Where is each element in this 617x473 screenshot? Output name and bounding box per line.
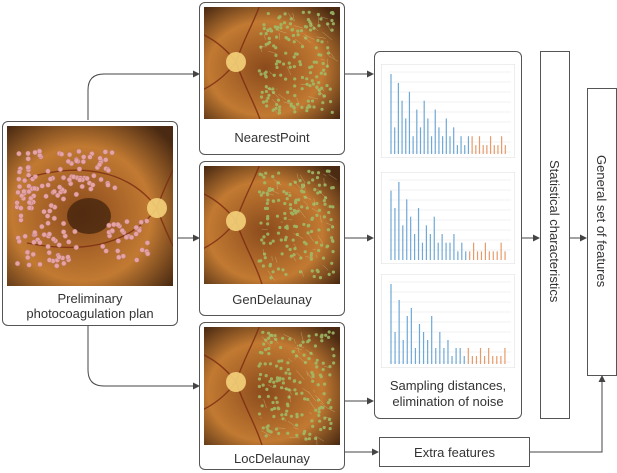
nearestpoint-fundus-image <box>204 7 340 119</box>
input-label-line2: photocoagulation plan <box>26 306 154 321</box>
histogram-3 <box>381 274 515 368</box>
locdelaunay-box: LocDelaunay <box>199 322 345 470</box>
sampling-box: Sampling distances, elimination of noise <box>374 51 522 419</box>
sampling-label-line2: elimination of noise <box>392 394 504 409</box>
gendelaunay-label: GenDelaunay <box>232 292 312 307</box>
histogram-2 <box>381 172 515 264</box>
input-fundus-image <box>7 126 173 286</box>
general-features-box: General set of features <box>587 88 617 376</box>
histogram-1 <box>381 64 515 158</box>
nearestpoint-label: NearestPoint <box>234 130 310 145</box>
gendelaunay-box: GenDelaunay <box>199 161 345 316</box>
extra-features-box: Extra features <box>379 437 530 467</box>
sampling-label-line1: Sampling distances, <box>389 378 507 393</box>
locdelaunay-fundus-image <box>204 327 340 445</box>
arrow-to-nearestpoint <box>87 70 200 120</box>
general-features-label: General set of features <box>594 155 609 288</box>
input-label-line1: Preliminary <box>57 291 123 306</box>
nearestpoint-box: NearestPoint <box>199 2 345 155</box>
gendelaunay-fundus-image <box>204 166 340 284</box>
extra-features-label: Extra features <box>414 445 495 460</box>
stats-box: Statistical characteristics <box>540 51 570 419</box>
arrow-extra-general <box>530 375 606 453</box>
arrow-to-locdelaunay <box>87 325 200 390</box>
input-plan-box: Preliminary photocoagulation plan <box>2 121 178 326</box>
stats-label: Statistical characteristics <box>547 160 562 303</box>
locdelaunay-label: LocDelaunay <box>234 451 310 466</box>
